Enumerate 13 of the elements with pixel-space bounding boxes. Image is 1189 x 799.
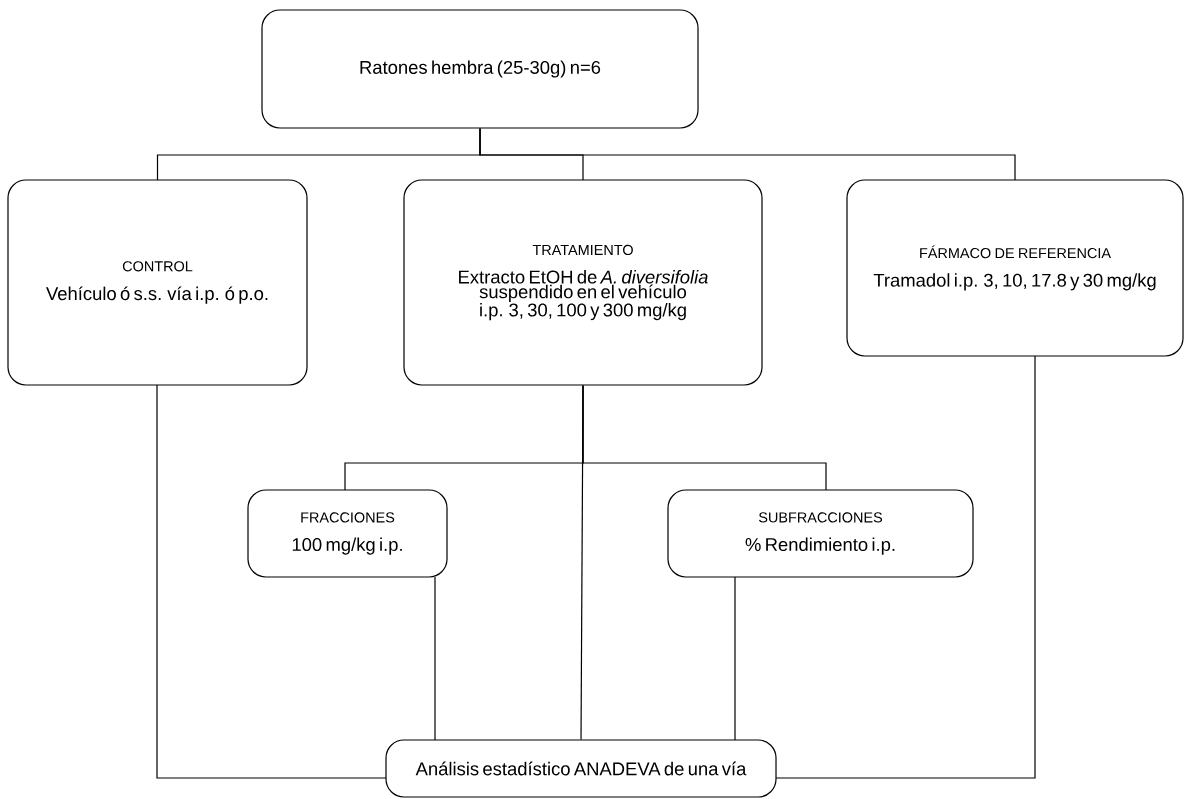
- group-box: FÁRMACO DE REFERENCIA Tramadol i.p. 3, 10, 17.8 y 30 mg/kg: [846, 179, 1184, 357]
- process-box: Análisis estadístico ANADEVA de una vía: [385, 739, 777, 798]
- connector-line: [734, 576, 736, 741]
- group-box: TRATAMIENTO Extracto EtOH de A. diversifolia suspendido en el vehículo i.p. 3, 30, 100 y 300 mg/kg: [403, 179, 763, 386]
- group-box: SUBFRACCIONES % Rendimiento i.p.: [667, 489, 974, 578]
- connector-line: [580, 385, 584, 740]
- group-box: CONTROL Vehículo ó s.s. vía i.p. ó p.o.: [7, 179, 308, 386]
- process-box: Ratones hembra (25-30g) n=6: [261, 9, 699, 129]
- connector-line: [479, 128, 1016, 181]
- connector-line: [775, 355, 1036, 779]
- group-box: FRACCIONES 100 mg/kg i.p.: [247, 489, 448, 578]
- connector-line: [156, 384, 387, 779]
- connector-line: [434, 576, 436, 741]
